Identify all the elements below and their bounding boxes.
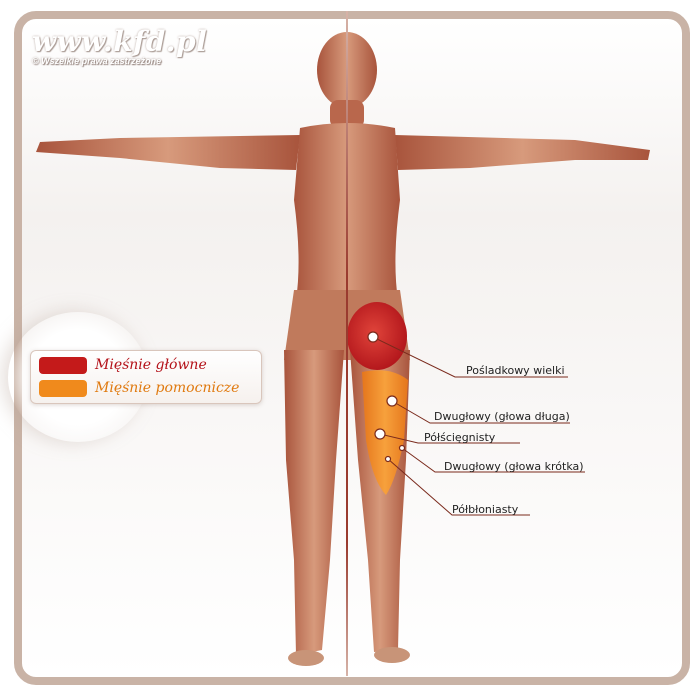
label-biceps-femoris-short: Dwugłowy (głowa krótka) bbox=[444, 460, 584, 473]
site-watermark: www.kfd.pl bbox=[32, 25, 208, 58]
left-arm bbox=[36, 135, 300, 170]
left-foot bbox=[288, 650, 324, 666]
legend-primary-label: Mięśnie główne bbox=[95, 357, 207, 373]
legend-row-primary: Mięśnie główne bbox=[39, 355, 207, 375]
legend-secondary-label: Mięśnie pomocnicze bbox=[95, 380, 240, 396]
right-arm bbox=[395, 135, 650, 170]
callout-dots bbox=[367, 331, 406, 463]
callout-lines bbox=[372, 336, 585, 516]
label-gluteus-maximus: Pośladkowy wielki bbox=[466, 364, 565, 377]
label-semitendinosus: Półścięgnisty bbox=[424, 431, 496, 444]
left-leg bbox=[284, 350, 344, 655]
legend-row-secondary: Mięśnie pomocnicze bbox=[39, 378, 239, 398]
copyright-note: © Wszelkie prawa zastrzeżone bbox=[32, 56, 162, 66]
muscle-legend: Mięśnie główne Mięśnie pomocnicze bbox=[30, 350, 262, 404]
label-biceps-femoris-long: Dwugłowy (głowa długa) bbox=[434, 410, 570, 423]
primary-swatch bbox=[39, 356, 87, 374]
center-divider bbox=[346, 11, 348, 676]
right-foot bbox=[374, 647, 410, 663]
label-semimembranosus: Półbłoniasty bbox=[452, 503, 519, 516]
secondary-swatch bbox=[39, 379, 87, 397]
